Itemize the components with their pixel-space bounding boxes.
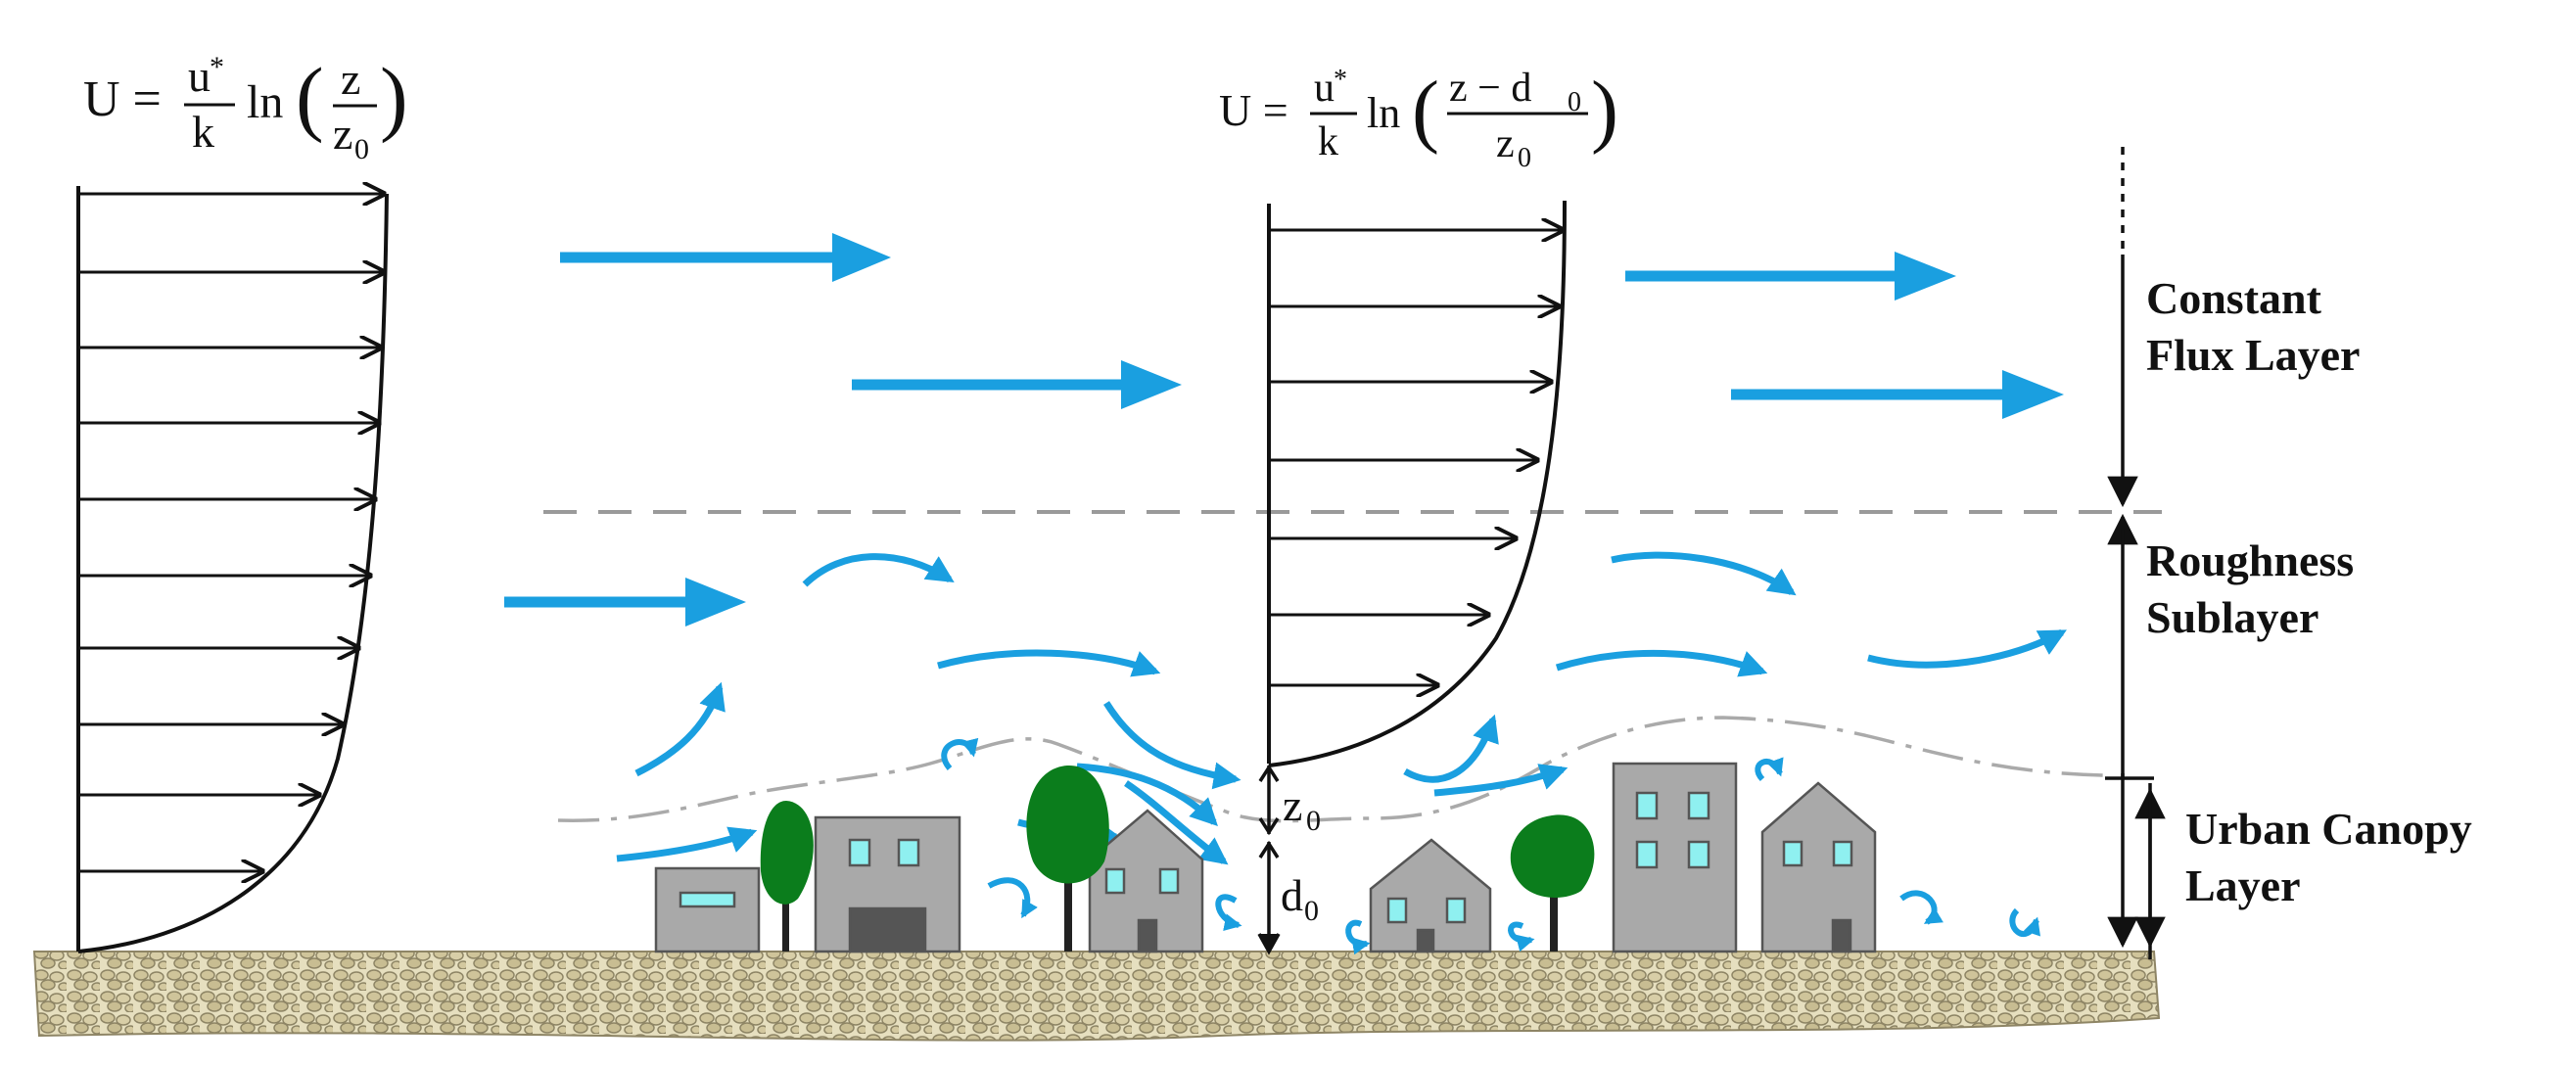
eq-left-frac-num-sub: *: [210, 51, 224, 83]
z0-label: z 0: [1283, 780, 1321, 837]
svg-text:): ): [1591, 65, 1618, 156]
center-velocity-profile: [1267, 200, 1567, 767]
svg-text:0: 0: [1304, 895, 1319, 927]
eq-center-lhs: U =: [1219, 85, 1288, 135]
equation-left: U = u * k ln ( z z 0 ): [83, 50, 408, 165]
label-constant-flux-line1: Constant: [2146, 273, 2321, 323]
eq-center-frac-den: k: [1318, 119, 1338, 164]
canopy-top-dashdot-line: [557, 716, 2106, 823]
d0-marker: [1257, 840, 1281, 955]
eq-left-ln: ln: [247, 76, 283, 128]
label-constant-flux-line2: Flux Layer: [2146, 330, 2361, 380]
flow-arrows-large: [504, 233, 2064, 627]
svg-text:d: d: [1281, 870, 1303, 920]
label-urban-canopy-line2: Layer: [2185, 860, 2301, 910]
d0-label: d 0: [1281, 870, 1319, 927]
roughness-dimension: [2105, 513, 2154, 949]
label-roughness-sublayer: Roughness Sublayer: [2146, 533, 2354, 646]
center-profile-arrows: [1269, 230, 1563, 685]
eq-left-frac-den: k: [192, 107, 214, 157]
svg-text:): ): [380, 50, 408, 144]
house-1: [1088, 809, 1204, 953]
label-roughness-line1: Roughness: [2146, 535, 2355, 585]
house-2: [1369, 838, 1492, 953]
ground-surface: [32, 951, 2161, 1042]
label-urban-canopy-layer: Urban Canopy Layer: [2185, 801, 2472, 914]
eq-center-inner-num: z − d: [1449, 66, 1531, 111]
z0-marker: [1258, 764, 1280, 836]
eq-left-lhs: U =: [83, 71, 162, 127]
building-tall: [1612, 762, 1738, 953]
eq-center-ln: ln: [1367, 89, 1400, 137]
trees: [760, 765, 1595, 952]
svg-text:(: (: [296, 50, 324, 144]
label-roughness-line2: Sublayer: [2146, 592, 2319, 642]
label-urban-canopy-line1: Urban Canopy: [2185, 804, 2472, 854]
eq-left-frac-num: u: [188, 51, 211, 101]
eq-left-inner-den-sub: 0: [354, 133, 369, 165]
svg-text:z: z: [1283, 780, 1302, 830]
flow-arrows-curved: [616, 551, 2067, 865]
equation-center: U = u * k ln ( z − d 0 z 0 ): [1219, 65, 1618, 173]
eq-left-inner-den: z: [333, 109, 352, 159]
svg-text:0: 0: [1306, 805, 1321, 837]
eq-center-inner-den: z: [1496, 121, 1515, 166]
left-velocity-profile: [76, 186, 389, 953]
left-profile-arrows: [78, 194, 384, 871]
eq-left-inner-num: z: [341, 54, 360, 104]
house-3: [1760, 781, 1877, 953]
eq-center-inner-den-sub: 0: [1518, 143, 1531, 173]
buildings: [654, 762, 1877, 953]
building-small-left: [654, 866, 761, 953]
eq-center-inner-num-sub: 0: [1568, 87, 1581, 117]
eq-center-frac-num-sub: *: [1334, 65, 1347, 95]
svg-text:(: (: [1412, 65, 1439, 156]
eq-center-frac-num: u: [1314, 66, 1335, 111]
label-constant-flux-layer: Constant Flux Layer: [2146, 270, 2360, 384]
eddy-arrows: [941, 737, 2040, 955]
